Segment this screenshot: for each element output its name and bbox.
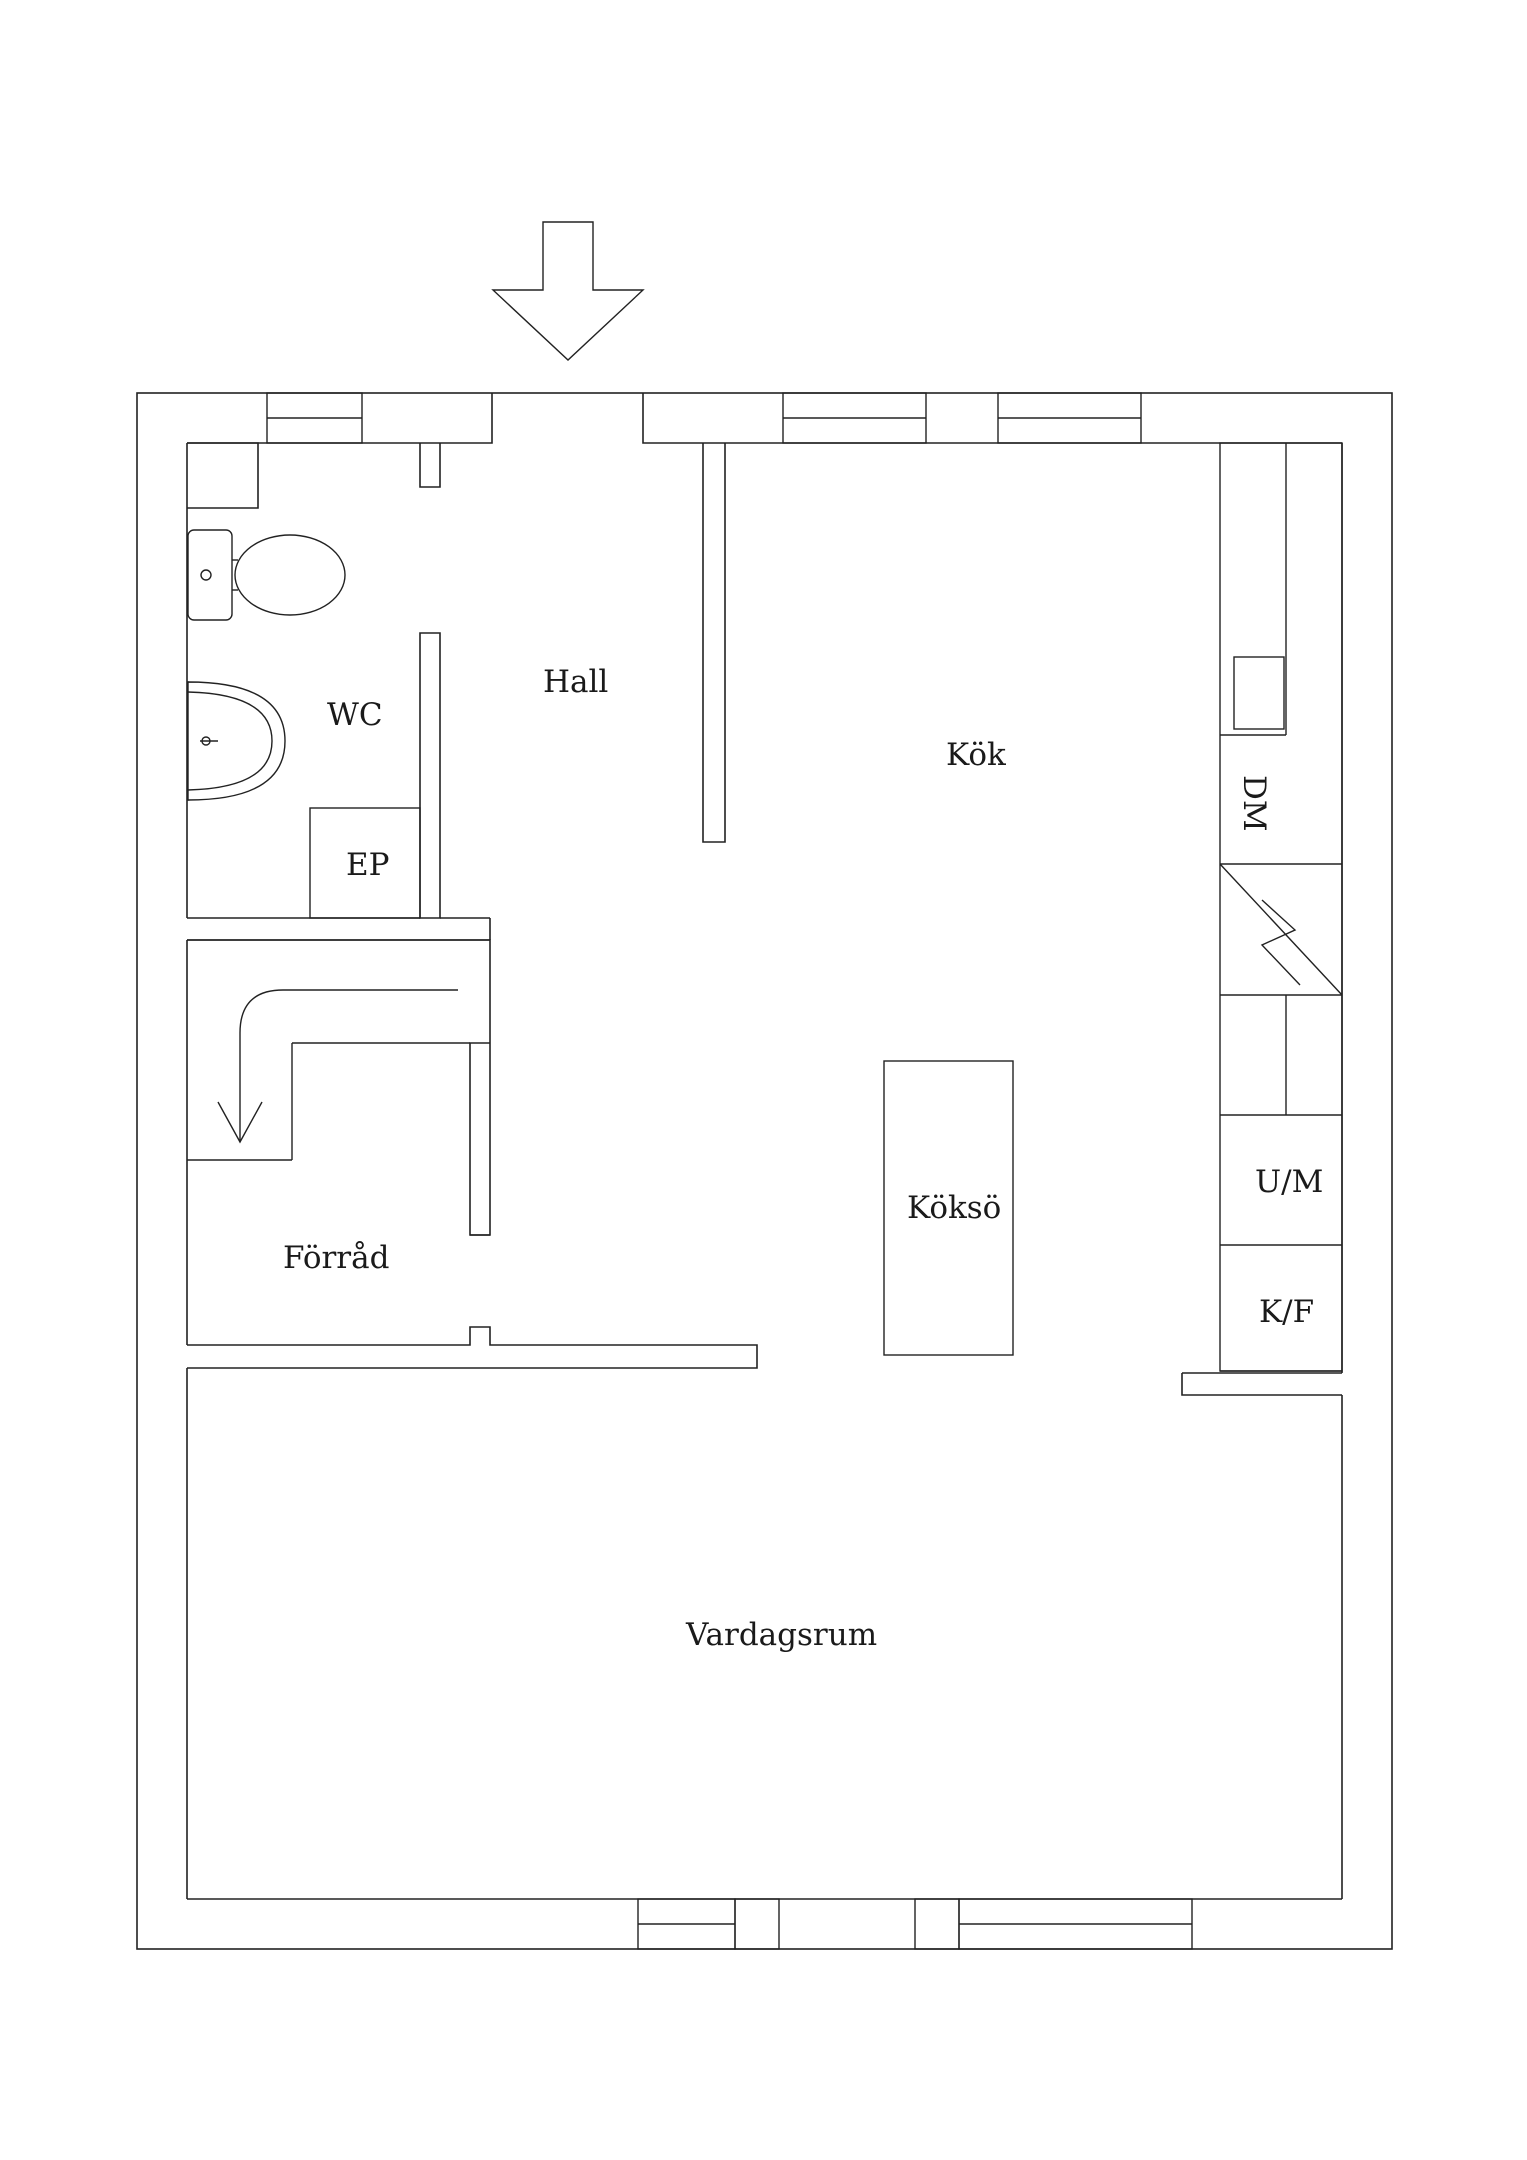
outer-wall [136, 392, 1393, 1950]
hall-kitchen-wall [702, 443, 726, 843]
label-forrad: Förråd [283, 1240, 389, 1276]
kitchen-counter [1219, 442, 1343, 1372]
top-wall [187, 392, 1342, 444]
storage-walls [187, 939, 758, 1369]
stair-arrow-icon [217, 989, 458, 1144]
label-ep: EP [346, 847, 390, 883]
label-vardagsrum: Vardagsrum [685, 1617, 877, 1653]
label-koksö: Köksö [907, 1190, 1001, 1226]
label-kok: Kök [946, 737, 1006, 773]
bottom-wall [187, 1898, 1342, 1950]
label-dm: DM [1236, 775, 1272, 832]
label-kf: K/F [1259, 1294, 1314, 1330]
label-wc: WC [327, 697, 383, 733]
label-um: U/M [1255, 1164, 1323, 1200]
toilet-icon [187, 529, 346, 621]
kitchen-bottom-wall [1181, 1372, 1342, 1396]
label-hall: Hall [543, 664, 608, 700]
sink-icon [187, 681, 286, 801]
kitchen-island [883, 1060, 1014, 1356]
entrance-arrow-icon [491, 221, 645, 361]
